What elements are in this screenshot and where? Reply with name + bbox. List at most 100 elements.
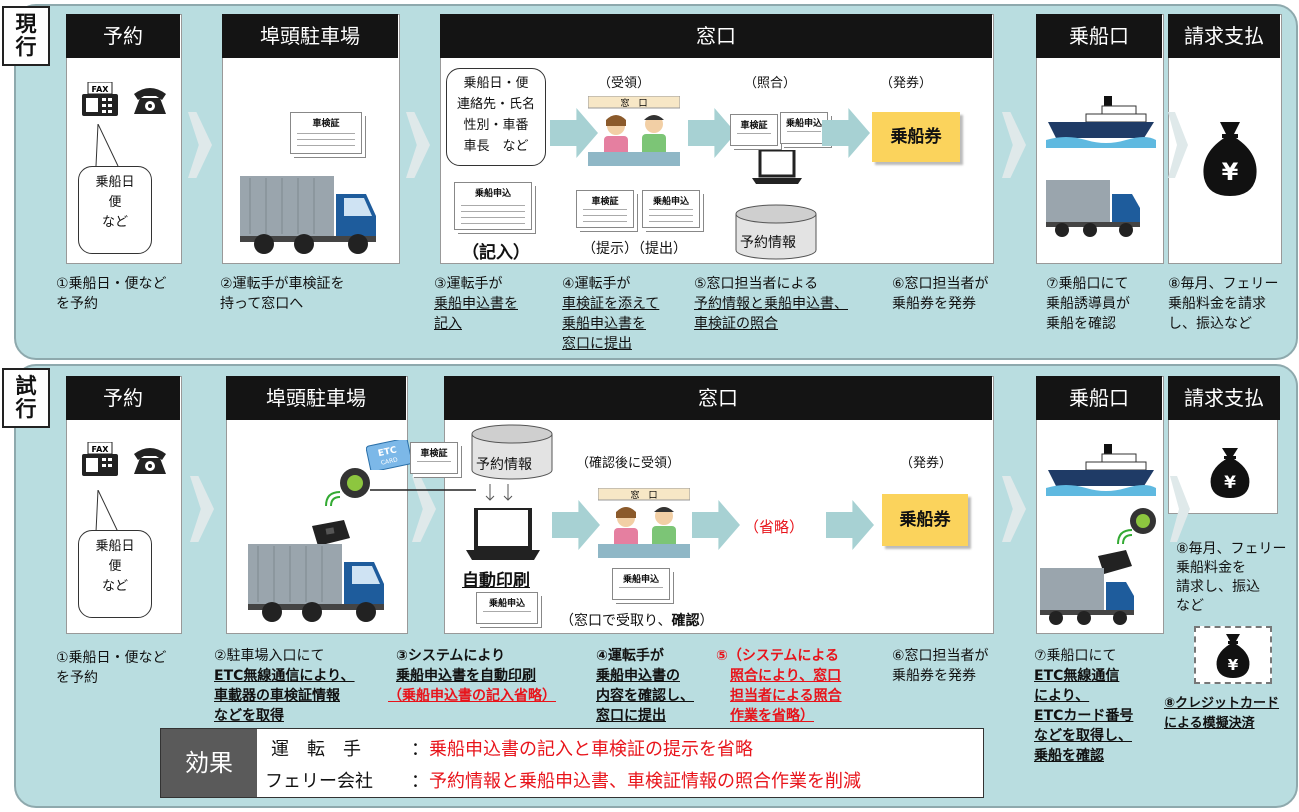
trial-caption-8-credit-b: による模擬決済 <box>1164 716 1255 731</box>
effect-row-2-who: フェリー会社 <box>265 771 373 792</box>
trial-reservation-db <box>471 424 553 480</box>
trial-header-counter: 窓口 <box>444 376 992 420</box>
trial-omitted: （省略） <box>744 518 805 536</box>
effect-row-1: 運 転 手 ：乗船申込書の記入と車検証の提示を省略 <box>271 735 753 761</box>
trial-caption-7d: ETCカード番号 <box>1034 708 1134 724</box>
current-form-bubble: 乗船日・便 連絡先・氏名 性別・車番 車長 など <box>446 68 546 166</box>
trial-caption-3c: （乗船申込書の記入省略） <box>388 688 556 704</box>
effect-row-1-sep: ： <box>411 739 429 760</box>
current-caption-4a: ④運転手が <box>562 276 631 292</box>
trial-caption-2b: ETC無線通信により、 <box>214 668 355 684</box>
current-stage-issue: （発券） <box>880 76 933 91</box>
antenna-icon-2 <box>1128 506 1158 536</box>
trial-caption-7c: により、 <box>1034 688 1090 704</box>
current-apply-doc: 乗船申込 <box>454 182 532 230</box>
ship-icon-2 <box>1046 440 1156 496</box>
effect-row-1-who: 運 転 手 <box>271 739 361 760</box>
trial-caption-8-credit-a: ⑧クレジットカード <box>1164 696 1280 711</box>
bubble-tail <box>95 124 119 167</box>
current-db-label: 予約情報 <box>740 235 796 251</box>
trial-header-boarding: 乗船口 <box>1036 376 1162 420</box>
down-arrows <box>485 484 513 501</box>
trial-caption-3a: ③システムにより <box>396 648 506 664</box>
trial-ticket: 乗船券 <box>882 494 968 546</box>
current-shaken-doc: 車検証 <box>290 112 362 154</box>
current-shaken-doc-2: 車検証 <box>576 190 634 228</box>
svg-text:¥: ¥ <box>1222 158 1239 186</box>
truck-icon-2 <box>1046 178 1142 240</box>
current-caption-7: ⑦乗船口にて 乗船誘導員が 乗船を確認 <box>1046 276 1130 332</box>
trial-counter-receive: （窓口で受取り、確認） <box>560 610 713 630</box>
fax-icon-2: FAX <box>82 441 118 476</box>
effect-row-2-sep: ： <box>411 771 429 792</box>
current-caption-5b: 予約情報と乗船申込書、 <box>694 296 848 312</box>
bubble-tail-2 <box>95 490 119 533</box>
trial-caption-1: ①乗船日・便など を予約 <box>56 650 167 686</box>
trial-stage-confirm: （確認後に受領） <box>576 456 681 471</box>
current-caption-4c: 乗船申込書を <box>562 316 646 332</box>
trial-header-reserve-text: 予約 <box>66 376 180 420</box>
current-header-counter: 窓口 <box>440 14 992 58</box>
laptop-icon <box>752 148 802 186</box>
trial-caption-7b: ETC無線通信 <box>1034 668 1120 684</box>
trial-caption-4a: ④運転手が <box>596 648 664 664</box>
svg-text:ETC: ETC <box>377 445 398 459</box>
effect-title: 効果 <box>161 729 257 797</box>
trial-caption-4d: 窓口に提出 <box>596 708 666 724</box>
trial-caption-7a: ⑦乗船口にて <box>1034 648 1117 664</box>
telephone-icon-2 <box>130 444 170 476</box>
current-caption-6: ⑥窓口担当者が 乗船券を発券 <box>892 276 989 312</box>
trial-caption-5d: 作業を省略） <box>730 708 814 724</box>
trial-caption-8: ⑧毎月、フェリー 乗船料金を 請求し、振込 など <box>1176 541 1287 614</box>
svg-text:FAX: FAX <box>92 445 110 454</box>
current-apply-doc-2: 乗船申込 <box>642 190 700 228</box>
current-check-doc-1: 車検証 <box>730 114 778 146</box>
effect-row-2: フェリー会社：予約情報と乗船申込書、車検証情報の照合作業を削減 <box>265 767 861 793</box>
truck-icon-4 <box>1040 566 1136 628</box>
trial-caption-7e: などを取得し、 <box>1034 728 1132 744</box>
trial-stage-issue: （発券） <box>900 456 953 471</box>
trial-caption-2d: などを取得 <box>214 708 284 724</box>
truck-icon <box>240 172 380 256</box>
trial-caption-7f: 乗船を確認 <box>1034 748 1104 764</box>
current-present-label: （提示）（提出） <box>582 241 687 257</box>
current-header-parking: 埠頭駐車場 <box>222 14 398 58</box>
wireless-icon-2 <box>1114 526 1136 548</box>
current-side-label: 現 行 <box>2 6 50 66</box>
antenna-icon <box>338 466 372 500</box>
effect-row-1-what: 乗船申込書の記入と車検証の提示を省略 <box>429 739 753 760</box>
telephone-icon <box>130 84 170 116</box>
counter-staff-icon: 窓 口 <box>587 95 681 172</box>
wireless-icon <box>322 488 344 510</box>
trial-shaken-doc: 車検証 <box>410 442 458 474</box>
current-caption-2: ②運転手が車検証を 持って窓口へ <box>220 276 345 312</box>
trial-caption-4c: 内容を確認し、 <box>596 688 694 704</box>
current-caption-1: ①乗船日・便など を予約 <box>56 276 167 312</box>
current-reserve-bubble: 乗船日 便 など <box>78 166 152 254</box>
current-header-reserve: 予約 <box>66 14 180 58</box>
ship-icon <box>1046 92 1156 148</box>
current-caption-8: ⑧毎月、フェリー 乗船料金を請求 し、振込など <box>1168 276 1279 332</box>
current-stage-receive: （受領） <box>598 76 651 91</box>
trial-counter-close: ） <box>699 613 714 629</box>
trial-header-billing: 請求支払 <box>1168 376 1280 420</box>
current-caption-3b: 乗船申込書を <box>434 296 518 312</box>
current-reservation-db <box>735 204 817 260</box>
money-bag-icon-3: ¥ <box>1216 634 1250 678</box>
money-bag-icon: ¥ <box>1200 120 1260 196</box>
money-bag-icon-2: ¥ <box>1208 446 1252 498</box>
effect-box: 効果 運 転 手：乗船申込書の記入と車検証の提示を省略 フェリー会社：予約情報と… <box>160 728 984 798</box>
current-stage-check: （照合） <box>744 76 797 91</box>
trial-apply-doc: 乗船申込 <box>476 592 538 624</box>
trial-header-parking: 埠頭駐車場 <box>226 376 406 420</box>
current-caption-3a: ③運転手が <box>434 276 503 292</box>
truck-icon-3 <box>248 540 388 624</box>
trial-caption-2a: ②駐車場入口にて <box>214 648 325 664</box>
current-caption-3c: 記入 <box>434 316 462 332</box>
current-caption-4d: 窓口に提出 <box>562 336 632 352</box>
svg-text:CARD: CARD <box>380 456 399 466</box>
trial-counter-receive-text: （窓口で受取り、 <box>560 613 672 629</box>
current-caption-4b: 車検証を添えて <box>562 296 660 312</box>
current-fill-label: （記入） <box>462 243 530 263</box>
